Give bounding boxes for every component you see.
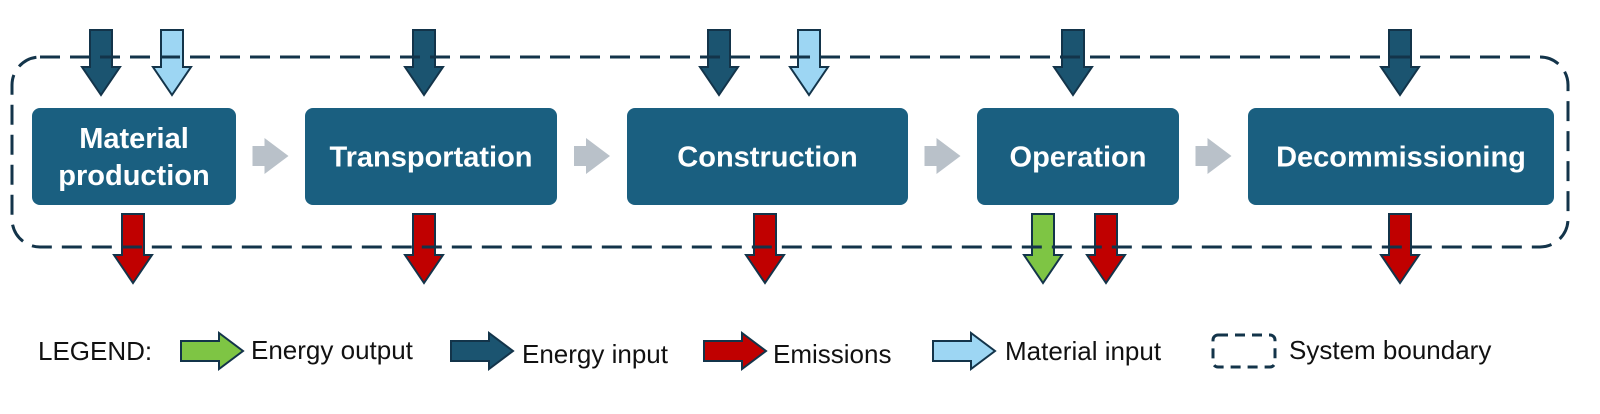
system-boundary bbox=[10, 55, 1570, 249]
boundary-swatch bbox=[1211, 333, 1277, 369]
energy-output-arrow bbox=[1022, 213, 1064, 285]
legend-label: System boundary bbox=[1289, 335, 1491, 365]
flow-arrow bbox=[924, 138, 961, 174]
legend-item-material-input: Material input bbox=[932, 331, 1162, 371]
emissions-swatch bbox=[703, 331, 768, 371]
stage-box bbox=[977, 108, 1179, 205]
stages: Material production Transportation Construc… bbox=[32, 108, 1554, 205]
stage-label: Transportation bbox=[329, 142, 532, 174]
stage-material-production: Material production bbox=[32, 108, 236, 205]
io-arrows bbox=[80, 29, 1421, 285]
stage-label: Decommissioning bbox=[1276, 142, 1526, 174]
stage-box bbox=[305, 108, 557, 205]
stage-box bbox=[627, 108, 908, 205]
material-input-arrow bbox=[151, 29, 193, 97]
legend-item-energy-input: Energy input bbox=[450, 331, 669, 371]
energy-input-arrow bbox=[80, 29, 122, 97]
legend-label: Material input bbox=[1005, 336, 1162, 366]
material-input-arrow bbox=[788, 29, 830, 97]
stage-label: Construction bbox=[677, 142, 857, 174]
energy-input-swatch bbox=[450, 331, 515, 371]
stage-box bbox=[32, 108, 236, 205]
flow-arrow bbox=[1195, 138, 1232, 174]
stage-label: Operation bbox=[1010, 142, 1147, 174]
stage-transportation: Transportation bbox=[305, 108, 557, 205]
legend-label: Energy input bbox=[522, 339, 669, 369]
legend: LEGEND: Energy output Energy input Emission… bbox=[38, 331, 1491, 371]
energy-input-arrow bbox=[1379, 29, 1421, 97]
stage-construction: Construction bbox=[627, 108, 908, 205]
stage-decommissioning: Decommissioning bbox=[1248, 108, 1554, 205]
energy-output-swatch bbox=[180, 331, 245, 371]
flow-arrow bbox=[252, 138, 289, 174]
energy-input-arrow bbox=[403, 29, 445, 97]
energy-input-arrow bbox=[698, 29, 740, 97]
stage-operation: Operation bbox=[977, 108, 1179, 205]
flow-arrows bbox=[252, 138, 1232, 174]
emissions-arrow bbox=[1085, 213, 1127, 285]
energy-input-arrow bbox=[1052, 29, 1094, 97]
legend-item-energy-output: Energy output bbox=[180, 331, 414, 371]
flow-arrow bbox=[574, 138, 610, 174]
legend-label: Energy output bbox=[251, 335, 414, 365]
stage-box bbox=[1248, 108, 1554, 205]
legend-item-boundary: System boundary bbox=[1211, 333, 1491, 369]
stage-label: Material bbox=[79, 123, 189, 155]
material-input-swatch bbox=[932, 331, 997, 371]
legend-title: LEGEND: bbox=[38, 336, 152, 366]
stage-label: production bbox=[58, 160, 209, 192]
legend-item-emissions: Emissions bbox=[703, 331, 891, 371]
legend-label: Emissions bbox=[773, 339, 891, 369]
